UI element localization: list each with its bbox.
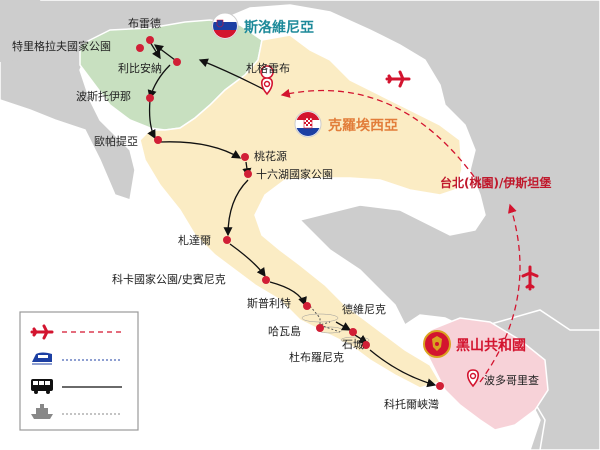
legend-ferry-icon <box>31 404 53 419</box>
legend-bus-icon <box>31 379 53 394</box>
ferry-route <box>319 324 341 333</box>
montenegro-shape <box>424 317 549 431</box>
slovenia-flag-icon <box>211 12 239 40</box>
label-krka: 科卡國家公園/史賓尼克 <box>112 272 226 286</box>
label-kotor: 科托爾峽灣 <box>384 397 439 411</box>
label-podgorica: 波多哥里查 <box>484 373 539 387</box>
label-opatija: 歐帕提亞 <box>94 134 138 148</box>
montenegro-flag-icon <box>423 330 451 358</box>
bus-route <box>147 41 437 388</box>
points <box>136 36 444 390</box>
point-taoyuan <box>241 153 249 161</box>
point-split <box>303 302 311 310</box>
point-dubrovnik-old <box>349 328 357 336</box>
legend-plane-icon <box>30 324 54 340</box>
label-hvar: 哈瓦島 <box>268 324 301 338</box>
flight-route-in <box>280 88 481 186</box>
label-postojna: 波斯托伊那 <box>76 89 131 103</box>
label-dubrovnik: 杜布羅尼克 <box>289 350 344 364</box>
label-taoyuan: 桃花源 <box>254 149 287 163</box>
label-ljubljana: 利比安納 <box>118 61 162 75</box>
point-opatija <box>154 136 162 144</box>
pin-podgorica <box>466 369 480 388</box>
point-hvar <box>316 324 324 332</box>
pin-zagreb <box>260 65 274 96</box>
label-triglav: 特里格拉夫國家公園 <box>12 39 111 53</box>
point-plitvice <box>244 170 252 178</box>
label-montenegro: 黑山共和國 <box>456 337 526 354</box>
label-zadar: 札達爾 <box>178 234 211 247</box>
label-slovenia: 斯洛維尼亞 <box>244 19 314 36</box>
flight-route-out <box>479 203 521 383</box>
point-zadar <box>223 236 231 244</box>
plane-icon <box>521 265 539 291</box>
label-plitvice: 十六湖國家公園 <box>256 167 333 181</box>
point-krka <box>262 276 270 284</box>
label-dubrovnik-old: 德維尼克 <box>342 302 386 316</box>
point-kotor <box>436 382 444 390</box>
land-west <box>0 0 50 62</box>
label-bled: 布雷德 <box>128 16 161 30</box>
label-route: 台北(桃園)/伊斯坦堡 <box>440 175 551 190</box>
point-ljubljana <box>173 58 181 66</box>
legend-train-icon <box>32 352 52 365</box>
point-triglav <box>136 44 144 52</box>
label-croatia: 克羅埃西亞 <box>328 117 398 134</box>
label-split: 斯普利特 <box>247 296 291 310</box>
label-ston: 石城 <box>342 338 364 351</box>
croatia-flag-icon <box>294 110 322 138</box>
legend <box>19 311 139 431</box>
point-ston <box>362 341 370 349</box>
plane-icon <box>385 70 411 88</box>
island <box>301 313 339 323</box>
label-zagreb: 札格雷布 <box>246 61 290 75</box>
point-postojna <box>146 94 154 102</box>
point-bled <box>146 36 154 44</box>
